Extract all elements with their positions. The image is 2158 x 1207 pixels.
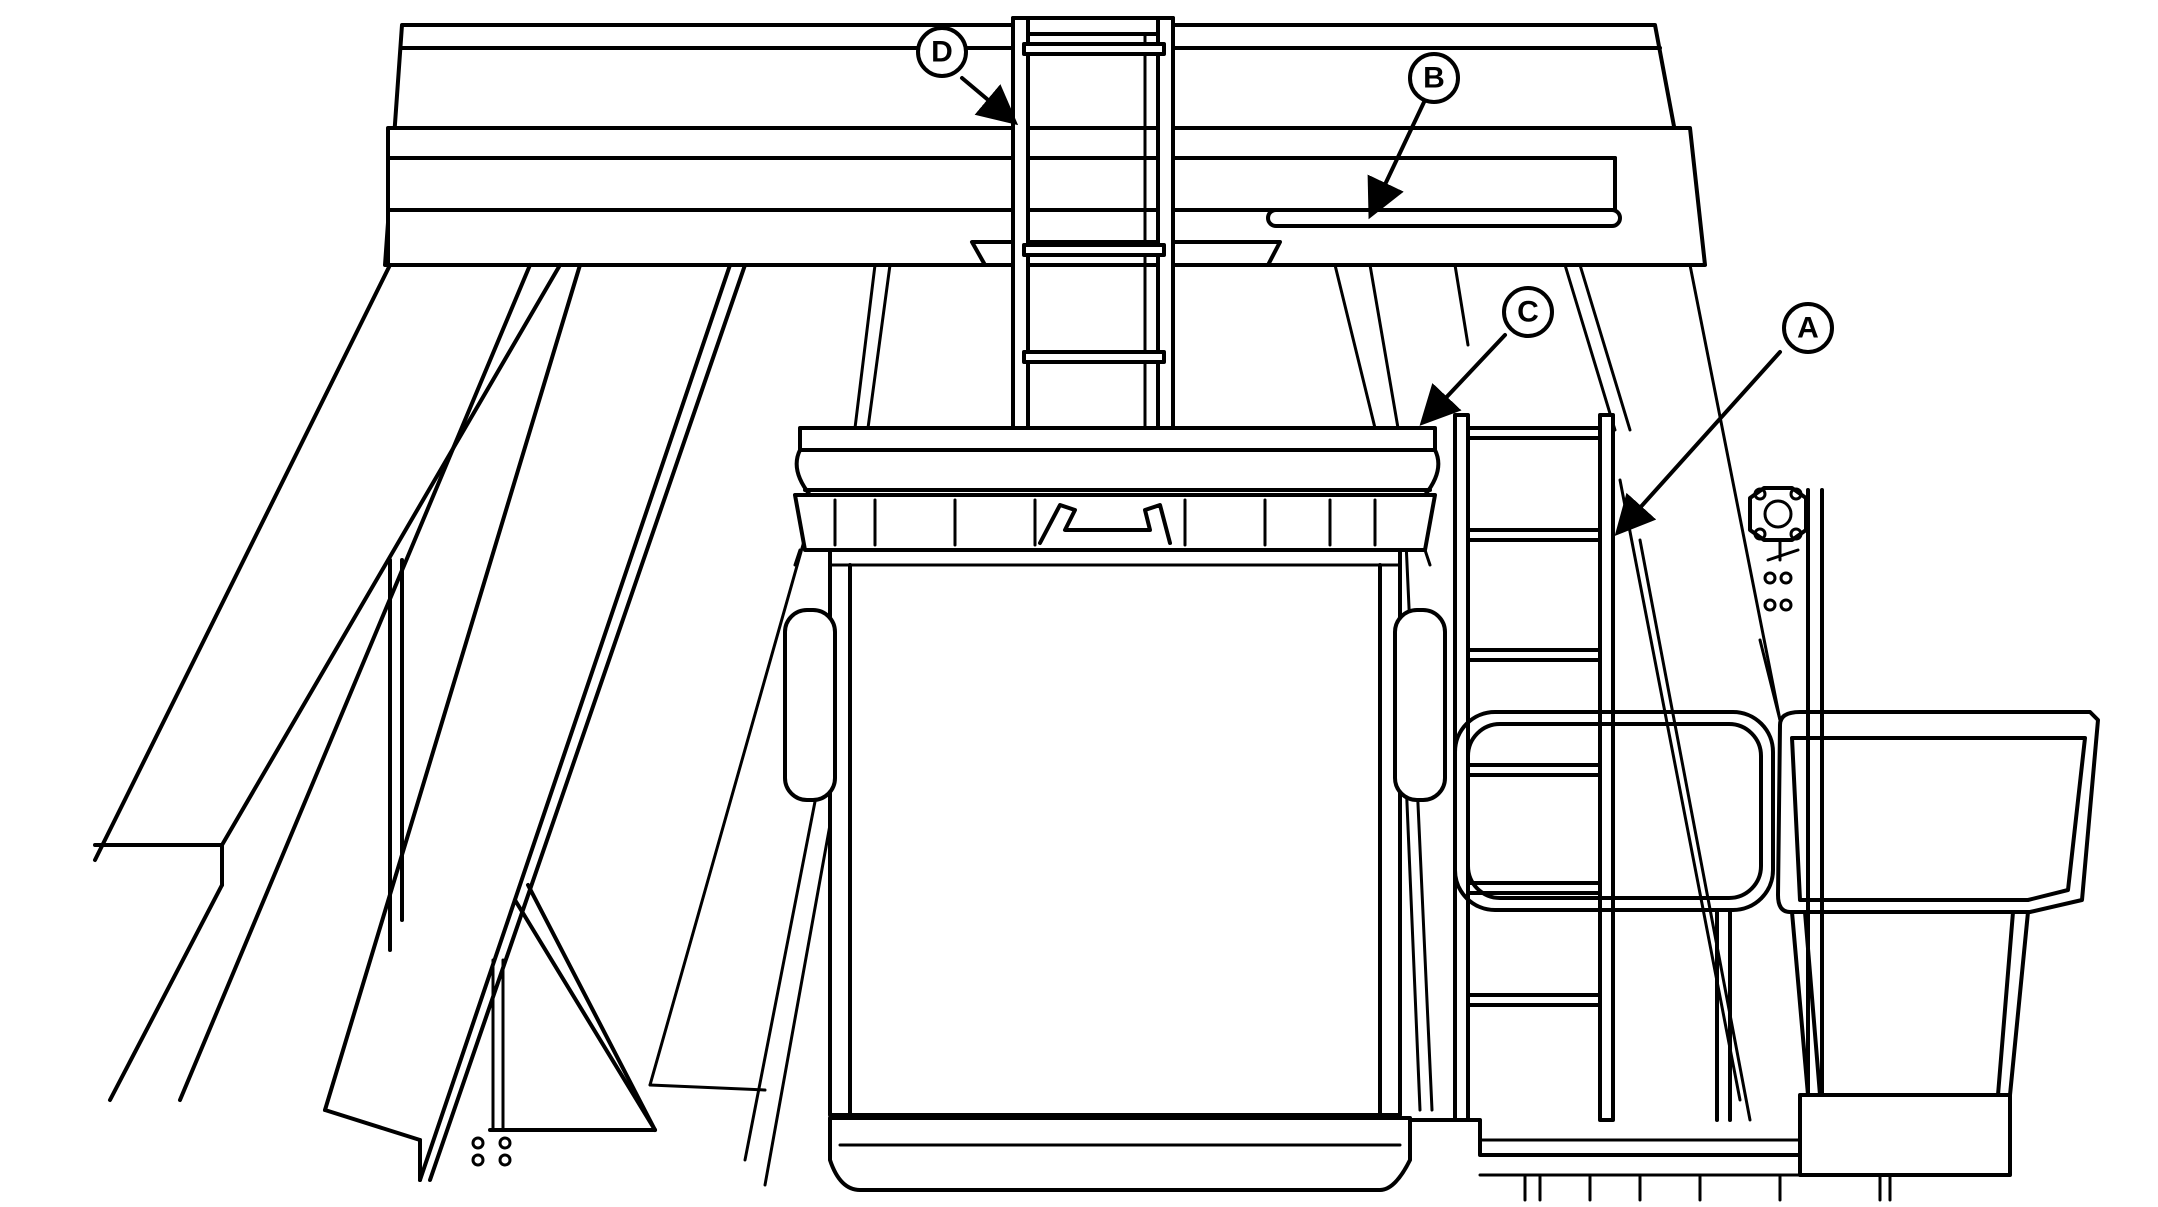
callout-a-leader — [1614, 350, 1782, 536]
cabin-body — [828, 548, 1402, 1117]
callout-a: A — [1782, 302, 1834, 354]
callout-d: D — [916, 26, 968, 78]
cabin-right-handle — [1393, 608, 1447, 802]
cabin-base — [828, 1116, 1412, 1192]
lower-ladder-a — [1453, 413, 1615, 1122]
right-vertical-post — [1806, 488, 1824, 1097]
callout-b-leader — [1367, 98, 1427, 220]
callout-c-leader — [1419, 333, 1507, 426]
deck-rail-b — [1266, 208, 1622, 228]
left-sloped-frame — [93, 263, 747, 1182]
callout-c: C — [1502, 286, 1554, 338]
callout-d-leader — [960, 76, 1019, 126]
lower-deck — [1408, 1093, 2012, 1202]
platform-c — [793, 426, 1441, 567]
callout-b-label: B — [1423, 62, 1445, 95]
callout-c-label: C — [1517, 296, 1539, 329]
callout-b: B — [1408, 52, 1460, 104]
callout-d-label: D — [931, 36, 953, 69]
valve-fitting — [1748, 486, 1808, 612]
upper-deck — [383, 23, 1707, 267]
callout-a-label: A — [1797, 312, 1819, 345]
cabin-left-handle — [783, 608, 837, 802]
right-handrails — [1453, 710, 2100, 1122]
